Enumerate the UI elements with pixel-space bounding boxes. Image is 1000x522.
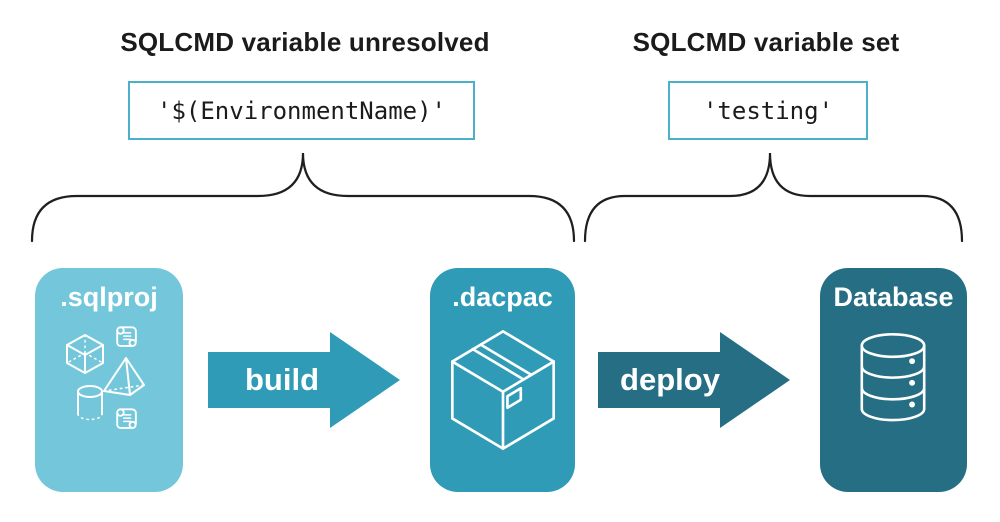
build-arrow — [208, 332, 400, 428]
cylinder-icon — [77, 385, 103, 421]
build-arrow-shape — [208, 332, 400, 428]
resolved-variable-value: 'testing' — [702, 96, 834, 125]
scroll-icon — [116, 408, 137, 429]
database-label: Database — [833, 282, 954, 312]
pyramid-icon — [103, 357, 145, 396]
deploy-arrow-shape — [598, 332, 790, 428]
deploy-arrow-label: deploy — [620, 362, 720, 397]
curly-brace-right — [583, 152, 964, 243]
unresolved-variable-value: '$(EnvironmentName)' — [157, 96, 446, 125]
right-annotation-heading: SQLCMD variable set — [632, 27, 900, 57]
curly-brace-left — [30, 152, 576, 243]
database-icon — [860, 333, 926, 422]
dacpac-label: .dacpac — [452, 282, 553, 312]
right-code-box: 'testing' — [668, 81, 868, 140]
build-arrow-label: build — [244, 362, 320, 397]
node-dacpac: .dacpac — [430, 268, 575, 492]
node-sqlproj: .sqlproj — [35, 268, 183, 492]
node-database: Database — [820, 268, 967, 492]
deploy-arrow — [598, 332, 790, 428]
left-code-box: '$(EnvironmentName)' — [128, 81, 475, 140]
cube-icon — [66, 334, 104, 374]
left-annotation-heading: SQLCMD variable unresolved — [120, 27, 490, 57]
sqlproj-label: .sqlproj — [60, 282, 158, 312]
package-icon — [451, 330, 555, 450]
scroll-icon — [116, 326, 137, 347]
